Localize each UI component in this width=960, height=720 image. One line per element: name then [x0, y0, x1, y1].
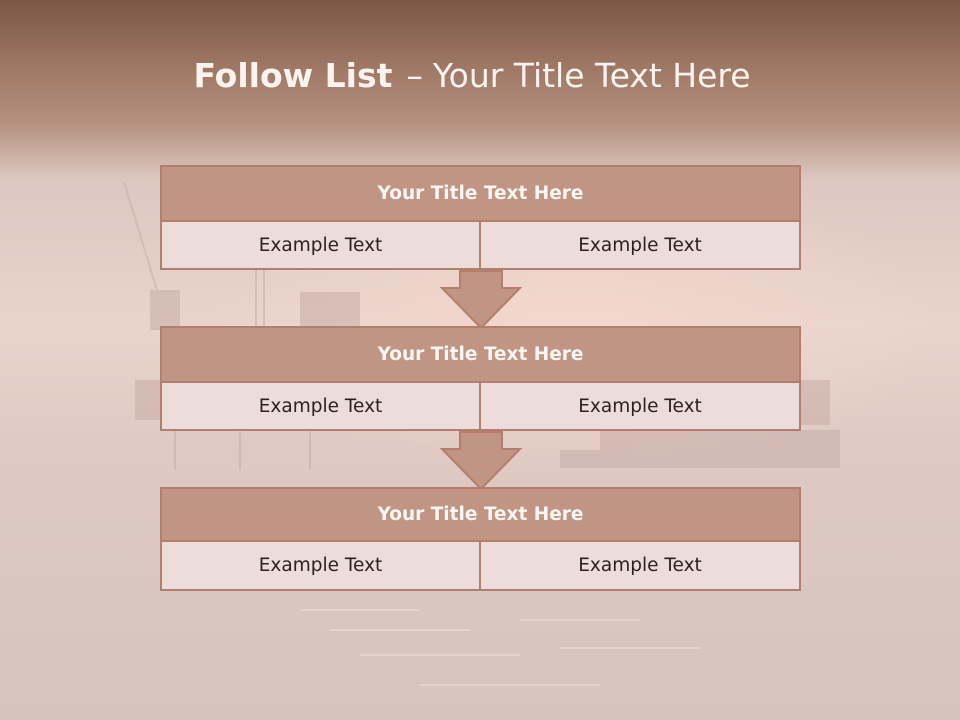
down-arrow-icon [439, 431, 523, 491]
block-title: Your Title Text Here [160, 165, 801, 222]
title-subtitle-part: Your Title Text Here [432, 56, 751, 95]
title-dash: – [406, 56, 423, 95]
block-right-text: Example Text [479, 222, 801, 270]
slide-title: Follow List–Your Title Text Here [0, 56, 944, 95]
block-title: Your Title Text Here [160, 487, 801, 542]
block-left-text: Example Text [160, 222, 481, 270]
block-right-text: Example Text [479, 542, 801, 591]
title-bold-part: Follow List [193, 56, 393, 95]
block-left-text: Example Text [160, 542, 481, 591]
block-right-text: Example Text [479, 383, 801, 431]
down-arrow-icon [439, 270, 523, 330]
block-title: Your Title Text Here [160, 326, 801, 383]
block-left-text: Example Text [160, 383, 481, 431]
